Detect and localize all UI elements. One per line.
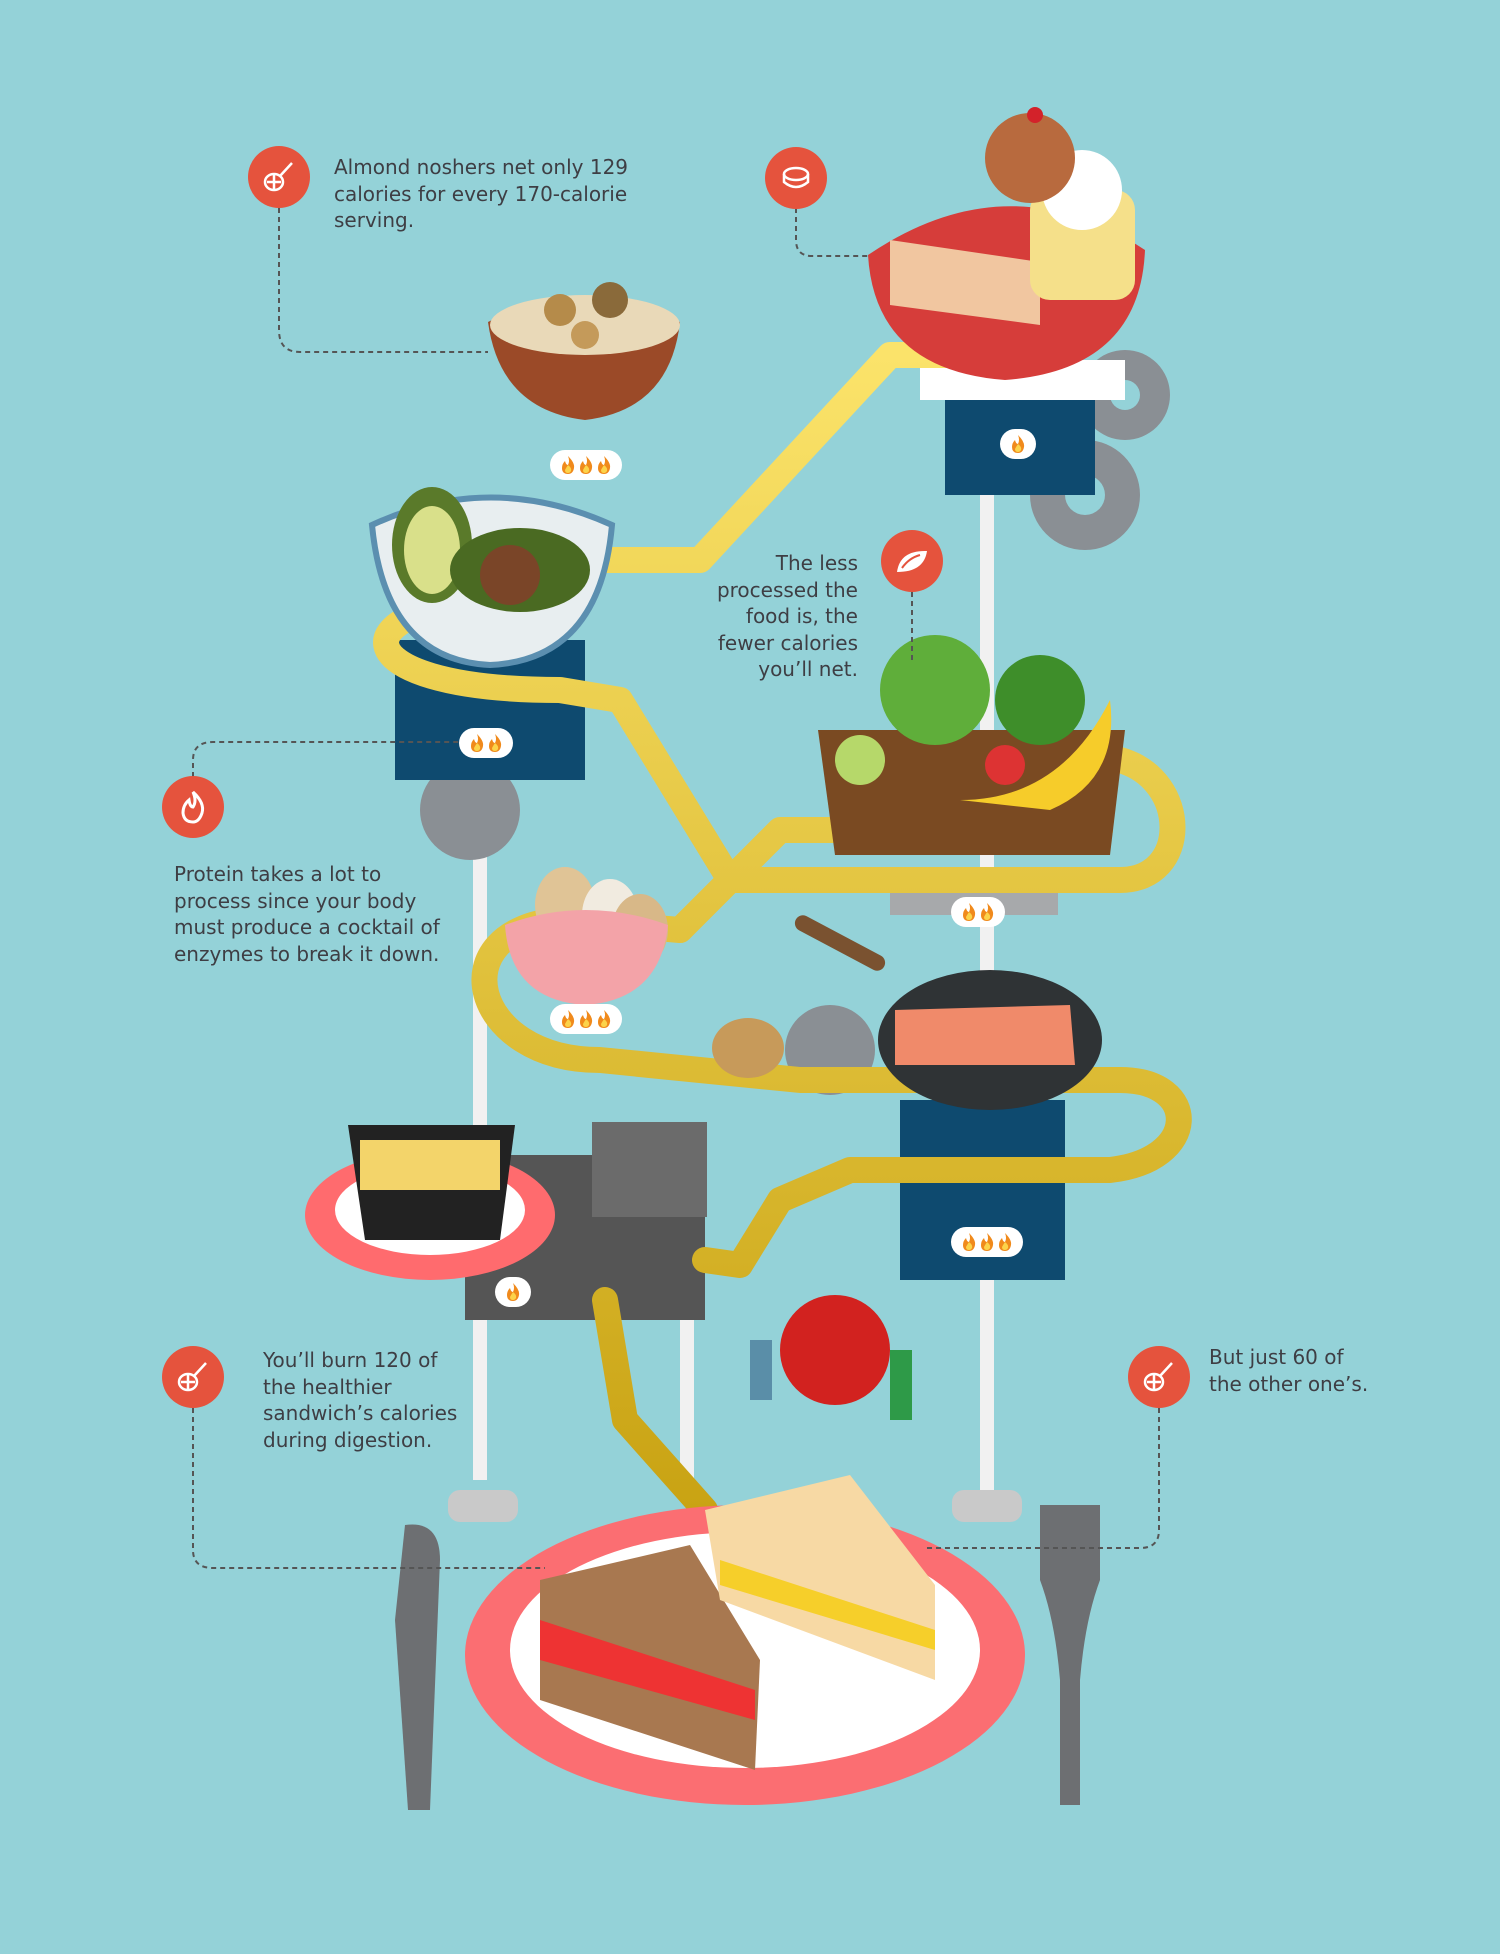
almond-note: Almond noshers net only 129 calories for… xyxy=(334,155,629,232)
egg-bowl xyxy=(505,867,668,1005)
flame-icon xyxy=(562,1010,575,1028)
flame-icon xyxy=(507,1283,520,1301)
calorie-burn-badge-pasta xyxy=(495,1277,531,1307)
leader-lines xyxy=(192,208,1160,1569)
pasta-plate xyxy=(305,1125,555,1280)
flame-icon xyxy=(580,456,593,474)
flame-icon xyxy=(562,456,575,474)
flame-icon xyxy=(963,1233,976,1251)
cake-bowl xyxy=(868,107,1145,380)
flame-icon xyxy=(981,903,994,921)
avocado-bowl xyxy=(368,487,616,669)
flame-icon xyxy=(471,734,484,752)
apple-figures xyxy=(750,1295,912,1420)
calorie-burn-badge-nuts xyxy=(550,450,622,480)
golden-track xyxy=(373,342,1192,1523)
knife-fork xyxy=(395,1505,1100,1810)
calorie-burn-badge-fruit xyxy=(951,897,1005,927)
net-icon xyxy=(1128,1346,1190,1408)
flame-icon xyxy=(598,456,611,474)
flame-icon xyxy=(999,1233,1012,1251)
protein-note: Protein takes a lot to process since you… xyxy=(174,862,440,966)
cupcake-icon xyxy=(765,147,827,209)
flame-icon xyxy=(963,903,976,921)
calorie-burn-badge-cakes xyxy=(1000,429,1036,459)
flame-icon xyxy=(598,1010,611,1028)
calorie-burn-badge-salmon xyxy=(951,1227,1023,1257)
other-sandwich-note: But just 60 of the other one’s. xyxy=(1209,1345,1369,1396)
processed-food-note: The less processed the food is, the fewe… xyxy=(716,551,858,681)
sandwiches xyxy=(540,1475,935,1770)
leaf-icon xyxy=(881,530,943,592)
net-icon xyxy=(248,146,310,208)
net-icon xyxy=(162,1346,224,1408)
flame-icon xyxy=(580,1010,593,1028)
calorie-burn-badge-avocado xyxy=(459,728,513,758)
flame-icon xyxy=(162,776,224,838)
flame-icon xyxy=(981,1233,994,1251)
healthier-sandwich-note: You’ll burn 120 of the healthier sandwic… xyxy=(263,1348,458,1452)
flame-icon xyxy=(1012,435,1025,453)
calorie-burn-badge-eggs xyxy=(550,1004,622,1034)
flame-icon xyxy=(489,734,502,752)
nut-bowl xyxy=(488,282,680,420)
fruit-basket xyxy=(818,635,1125,855)
salmon-pan xyxy=(712,915,1102,1110)
